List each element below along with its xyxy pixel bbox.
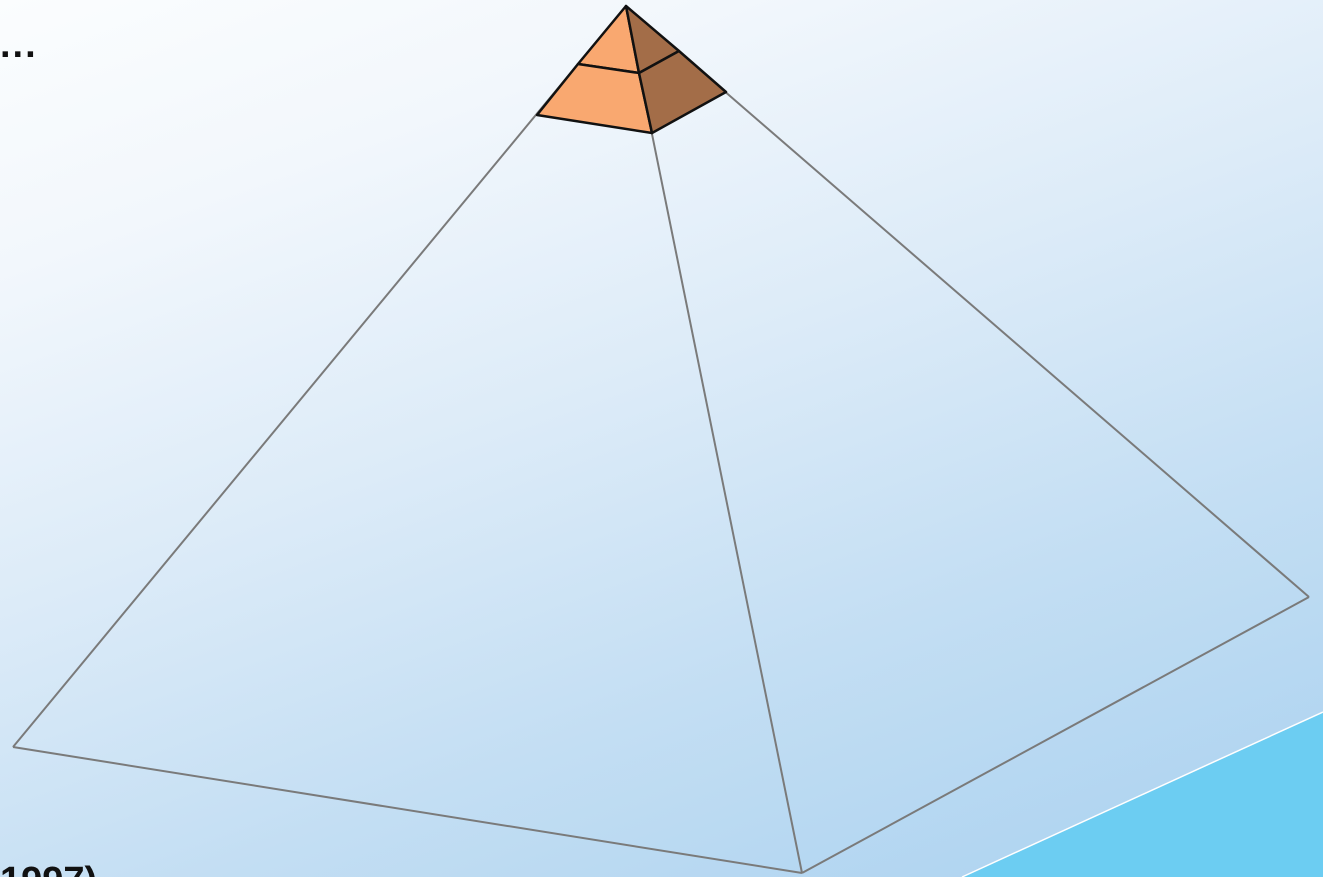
pyramid-base-left (13, 747, 802, 873)
pyramid-left-edge (13, 6, 626, 747)
bottom-left-text: 1997) (0, 862, 97, 877)
pyramid-apex (537, 6, 726, 133)
top-left-text: ... (0, 26, 38, 64)
pyramid-outline (13, 6, 1309, 873)
apex-left-lower-section (537, 64, 652, 133)
pyramid-base-right (802, 597, 1309, 873)
